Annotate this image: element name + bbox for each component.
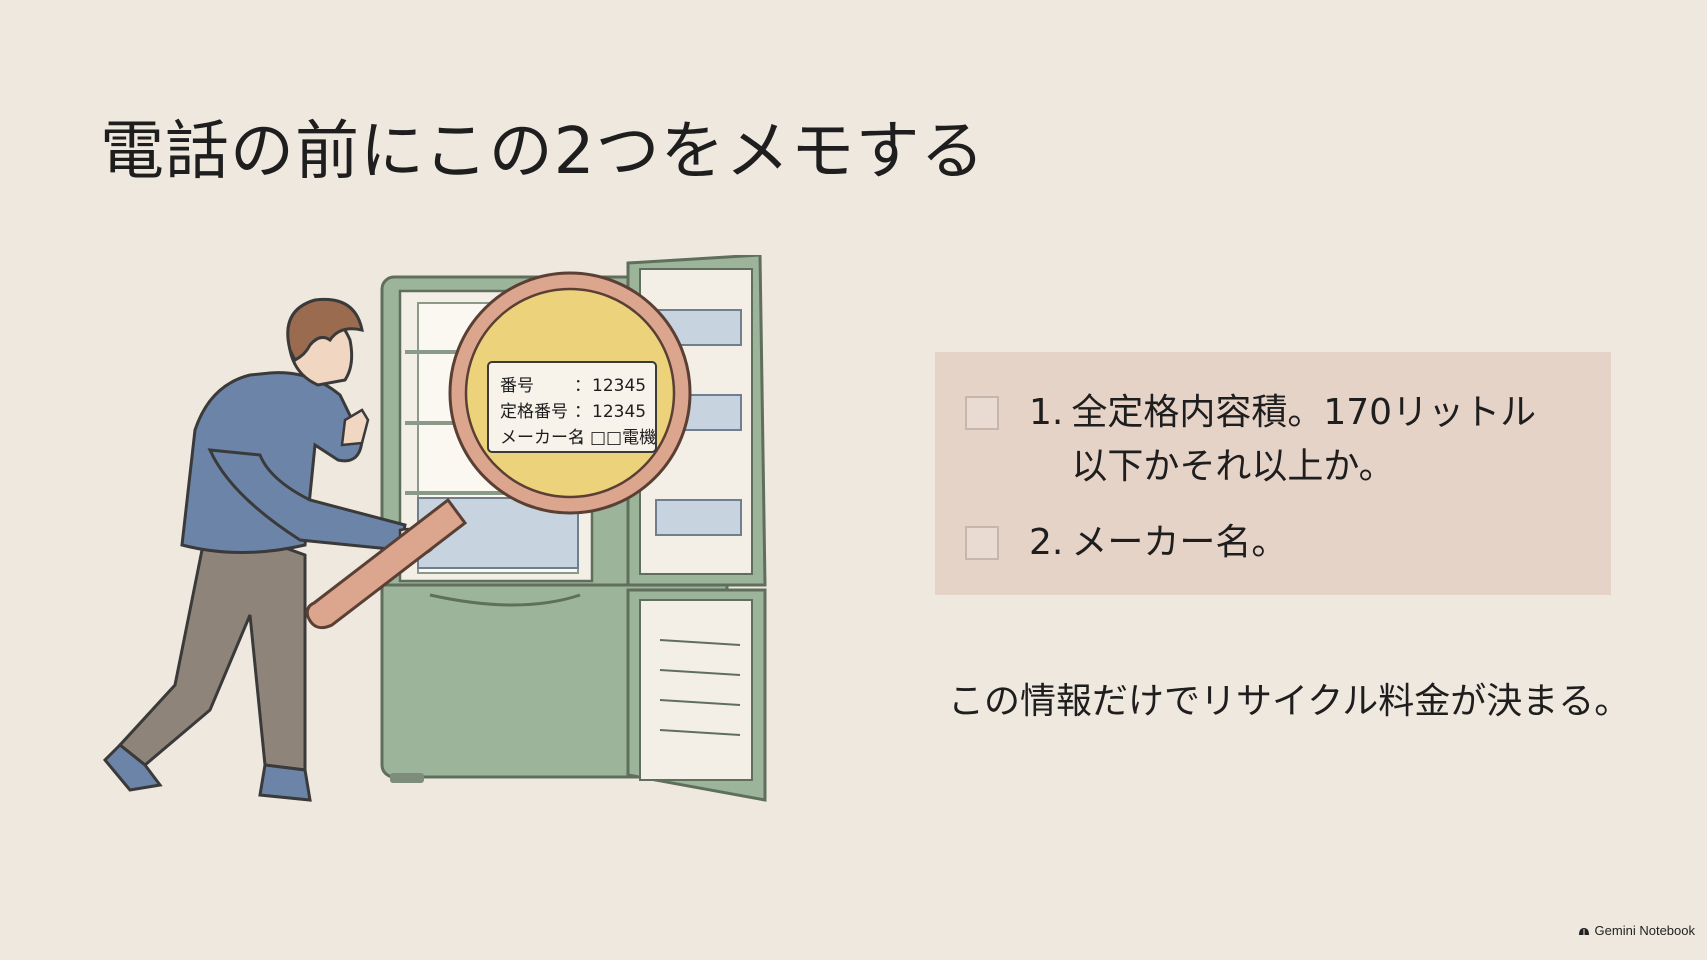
label-sep-3: ： [576, 428, 593, 448]
notebook-logo-icon [1578, 927, 1589, 935]
label-key-1: 番号 [500, 376, 534, 396]
checkbox-2[interactable] [965, 526, 999, 560]
person-icon [102, 297, 437, 802]
note-text: この情報だけでリサイクル料金が決まる。 [948, 681, 1631, 722]
footer-brand-text: Gemini Notebook [1594, 923, 1695, 938]
checklist-item-text: 全定格内容積。170リットル以下かそれ以上か。 [1071, 392, 1537, 487]
fridge-inspection-illustration: 番号 ： 12345 定格番号 ： 12345 メーカー名 ： □□電機 [102, 255, 767, 802]
checkbox-1[interactable] [965, 396, 999, 430]
checklist-item: 1. 全定格内容積。170リットル以下かそれ以上か。 [965, 386, 1581, 494]
checklist-item-text: メーカー名。 [1071, 522, 1288, 563]
label-value-3: □□電機 [590, 428, 656, 448]
footer-brand: Gemini Notebook [1578, 923, 1695, 938]
label-value-1: 12345 [592, 376, 646, 396]
checklist-panel: 1. 全定格内容積。170リットル以下かそれ以上か。 2. メーカー名。 [935, 352, 1611, 595]
checklist-item-number: 2. [1029, 522, 1064, 563]
checklist-item: 2. メーカー名。 [965, 516, 1581, 570]
label-key-2: 定格番号 [500, 402, 568, 422]
label-value-2: 12345 [592, 402, 646, 422]
checklist-item-number: 1. [1029, 392, 1064, 433]
slide-title: 電話の前にこの2つをメモする [100, 115, 986, 189]
label-sep-1: ： [574, 376, 591, 396]
label-sep-2: ： [574, 402, 591, 422]
magnifier-icon: 番号 ： 12345 定格番号 ： 12345 メーカー名 ： □□電機 [305, 271, 692, 630]
label-key-3: メーカー名 [500, 428, 585, 448]
